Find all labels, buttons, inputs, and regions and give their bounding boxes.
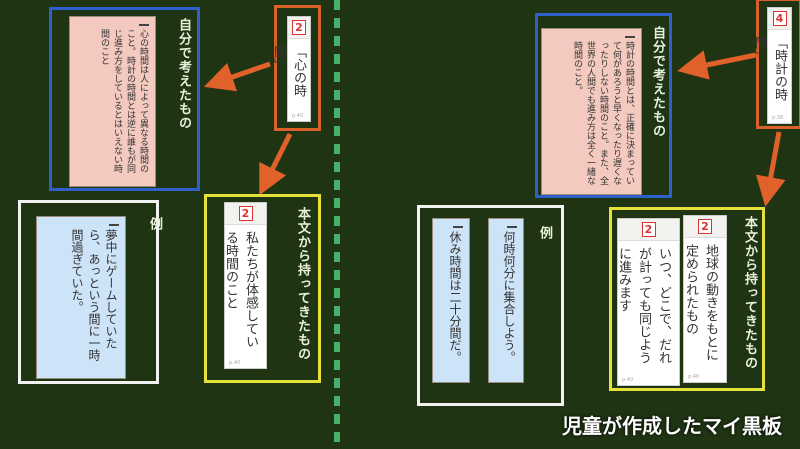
number-badge: 2	[238, 206, 253, 221]
right-title-frame: 4 「時計の時間」 p.38	[752, 0, 800, 129]
example-text: 夢中にゲームしていたら、あっという間に一時間過ぎていた。	[70, 229, 118, 361]
number-badge: 2	[641, 222, 656, 237]
title-text: 「心の時間」	[271, 45, 306, 97]
own-thoughts-label: 自分で考えたもの	[176, 18, 191, 130]
example-text: 休み時間は二十分間だ。	[448, 231, 462, 363]
example-card: 夢中にゲームしていたら、あっという間に一時間過ぎていた。	[36, 216, 126, 379]
from-text-label: 本文から持ってきたもの	[295, 207, 310, 361]
arrow-left-title-to-own	[203, 61, 271, 92]
example-label: 例	[147, 217, 162, 231]
left-own-thoughts-frame: 心の時間は人によって異なる時間のこと。時計の時間とは逆に誰もが同じ進み方をしてい…	[49, 7, 200, 191]
arrow-right-title-to-text	[755, 131, 786, 207]
page-ref: p.40	[292, 113, 304, 119]
page-ref: p.40	[688, 374, 700, 380]
left-title-card: 2 「心の時間」 p.40	[271, 16, 311, 122]
number-badge: 2	[292, 20, 306, 35]
text-quote-card: 2 地球の動きをもとに定められたもの p.40	[683, 215, 727, 383]
left-example-frame: 夢中にゲームしていたら、あっという間に一時間過ぎていた。 例	[18, 200, 162, 384]
text-quote-card: 2 私たちが体感している時間のこと p.40	[223, 202, 267, 369]
example-label: 例	[537, 226, 552, 240]
right-own-thoughts-frame: 時計の時間とは、正確に決まっていて何があろうと早くなったり遅くなったりしない時間…	[535, 13, 672, 198]
caption: 児童が作成したマイ黒板	[562, 414, 782, 438]
left-from-text-frame: 2 私たちが体感している時間のこと p.40 本文から持ってきたもの	[204, 194, 321, 383]
own-thoughts-label: 自分で考えたもの	[650, 26, 665, 138]
example-text: 何時何分に集合しよう。	[502, 231, 516, 363]
right-from-text-frame: 2 地球の動きをもとに定められたもの p.40 2 いつ、どこで、だれが計っても…	[609, 207, 765, 391]
quote-text: 地球の動きをもとに定められたもの	[683, 244, 718, 361]
right-example-frame: 何時何分に集合しよう。 休み時間は二十分間だ。 例	[417, 205, 564, 406]
center-divider	[334, 0, 340, 449]
number-badge: 4	[772, 11, 787, 26]
arrow-left-title-to-text	[259, 132, 293, 196]
page-ref: p.40	[229, 360, 241, 366]
text-quote-card: 2 いつ、どこで、だれが計っても同じように進みます p.40	[616, 218, 680, 386]
left-title-frame: 2 「心の時間」 p.40	[271, 5, 321, 131]
number-badge: 2	[698, 219, 712, 234]
own-thoughts-text: 心の時間は人によって異なる時間のこと。時計の時間とは逆に誰もが同じ進み方をしてい…	[99, 29, 148, 173]
from-text-label: 本文から持ってきたもの	[742, 216, 757, 370]
dash-mark	[139, 24, 149, 26]
right-title-card: 4 「時計の時間」 p.38	[752, 7, 792, 124]
example-card: 何時何分に集合しよう。	[488, 218, 524, 383]
title-text: 「時計の時間」	[752, 36, 787, 101]
quote-text: 私たちが体感している時間のこと	[223, 231, 258, 348]
page-ref: p.38	[772, 115, 784, 121]
quote-text: いつ、どこで、だれが計っても同じように進みます	[616, 247, 671, 364]
own-thoughts-text: 時計の時間とは、正確に決まっていて何があろうと早くなったり遅くなったりしない時間…	[572, 41, 634, 185]
arrow-right-title-to-own	[677, 50, 757, 80]
example-card: 休み時間は二十分間だ。	[432, 218, 470, 383]
page-ref: p.40	[622, 377, 634, 383]
left-own-thoughts-card: 心の時間は人によって異なる時間のこと。時計の時間とは逆に誰もが同じ進み方をしてい…	[69, 16, 156, 187]
right-own-thoughts-card: 時計の時間とは、正確に決まっていて何があろうと早くなったり遅くなったりしない時間…	[541, 28, 642, 195]
